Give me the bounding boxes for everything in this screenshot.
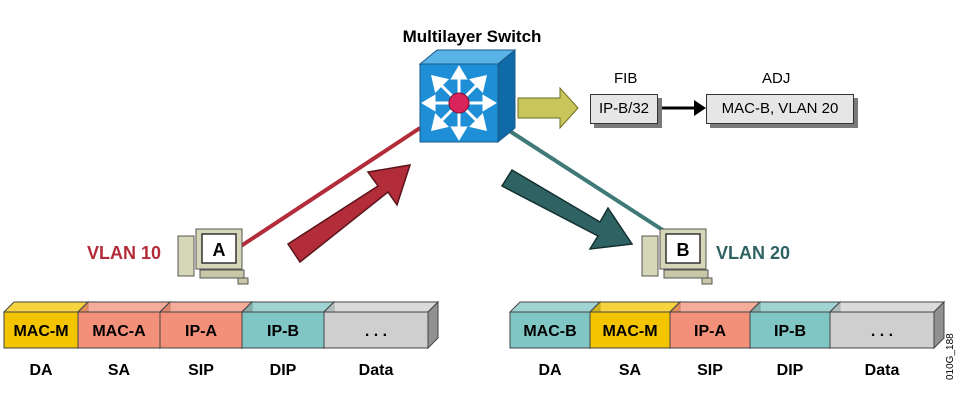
frame-egress-field-0: MAC-B bbox=[508, 300, 602, 350]
fib-entry: IP-B/32 bbox=[590, 94, 658, 124]
frame-egress-field-label-0: DA bbox=[538, 362, 562, 379]
frame-egress-field-text-3: IP-B bbox=[774, 323, 806, 340]
adj-header: ADJ bbox=[762, 70, 791, 87]
frame-egress-field-3: IP-B bbox=[748, 300, 842, 350]
frame-ingress-field-1: MAC-A bbox=[76, 300, 172, 350]
frame-ingress-field-text-3: IP-B bbox=[267, 323, 299, 340]
frame-ingress-field-2: IP-A bbox=[158, 300, 254, 350]
vlan-10-label: VLAN 10 bbox=[87, 243, 162, 263]
frame-ingress: MAC-M MAC-A IP-A IP-B . . . bbox=[2, 300, 440, 350]
frame-ingress-field-label-4: Data bbox=[358, 362, 394, 379]
frame-egress-field-label-2: SIP bbox=[697, 362, 723, 379]
adj-entry: MAC-B, VLAN 20 bbox=[706, 94, 854, 124]
link-switch-to-b bbox=[503, 126, 674, 238]
frame-egress-field-label-4: Data bbox=[864, 362, 900, 379]
frame-egress-field-2: IP-A bbox=[668, 300, 762, 350]
frame-ingress-field-text-2: IP-A bbox=[185, 323, 217, 340]
switch-title: Multilayer Switch bbox=[402, 27, 542, 46]
host-b-computer-icon bbox=[641, 228, 713, 285]
arrow-a-to-switch bbox=[286, 164, 412, 264]
frame-ingress-field-text-0: MAC-M bbox=[13, 323, 68, 340]
vlan-20-label: VLAN 20 bbox=[716, 243, 791, 263]
frame-ingress-field-label-2: SIP bbox=[188, 362, 214, 379]
host-a-computer-icon bbox=[177, 228, 249, 285]
figure-code: 010G_188 bbox=[945, 333, 956, 380]
frame-ingress-field-0: MAC-M bbox=[2, 300, 90, 350]
multilayer-switch-icon bbox=[418, 48, 517, 144]
frame-ingress-field-label-3: DIP bbox=[269, 362, 297, 379]
frame-ingress-field-3: IP-B bbox=[240, 300, 336, 350]
frame-egress-field-4: . . . bbox=[828, 300, 946, 350]
frame-egress-field-label-3: DIP bbox=[776, 362, 804, 379]
frame-egress-field-label-1: SA bbox=[618, 362, 642, 379]
frame-egress-field-text-4: . . . bbox=[871, 323, 893, 340]
host-b-label: B bbox=[676, 240, 690, 260]
frame-ingress-field-label-0: DA bbox=[29, 362, 53, 379]
fib-to-adj-arrowhead bbox=[694, 100, 706, 116]
frame-egress-field-text-0: MAC-B bbox=[523, 323, 576, 340]
frame-egress: MAC-B MAC-M IP-A IP-B . . . bbox=[508, 300, 946, 350]
lookup-arrow bbox=[517, 86, 579, 130]
link-a-to-switch bbox=[236, 126, 422, 250]
host-a-label: A bbox=[212, 240, 226, 260]
frame-ingress-field-text-1: MAC-A bbox=[92, 323, 146, 340]
frame-ingress-field-4: . . . bbox=[322, 300, 440, 350]
frame-ingress-field-label-1: SA bbox=[107, 362, 131, 379]
fib-header: FIB bbox=[614, 70, 638, 87]
arrow-switch-to-b bbox=[500, 168, 634, 250]
frame-egress-field-text-1: MAC-M bbox=[602, 323, 657, 340]
frame-egress-field-text-2: IP-A bbox=[694, 323, 726, 340]
frame-ingress-field-text-4: . . . bbox=[365, 323, 387, 340]
frame-egress-field-1: MAC-M bbox=[588, 300, 682, 350]
